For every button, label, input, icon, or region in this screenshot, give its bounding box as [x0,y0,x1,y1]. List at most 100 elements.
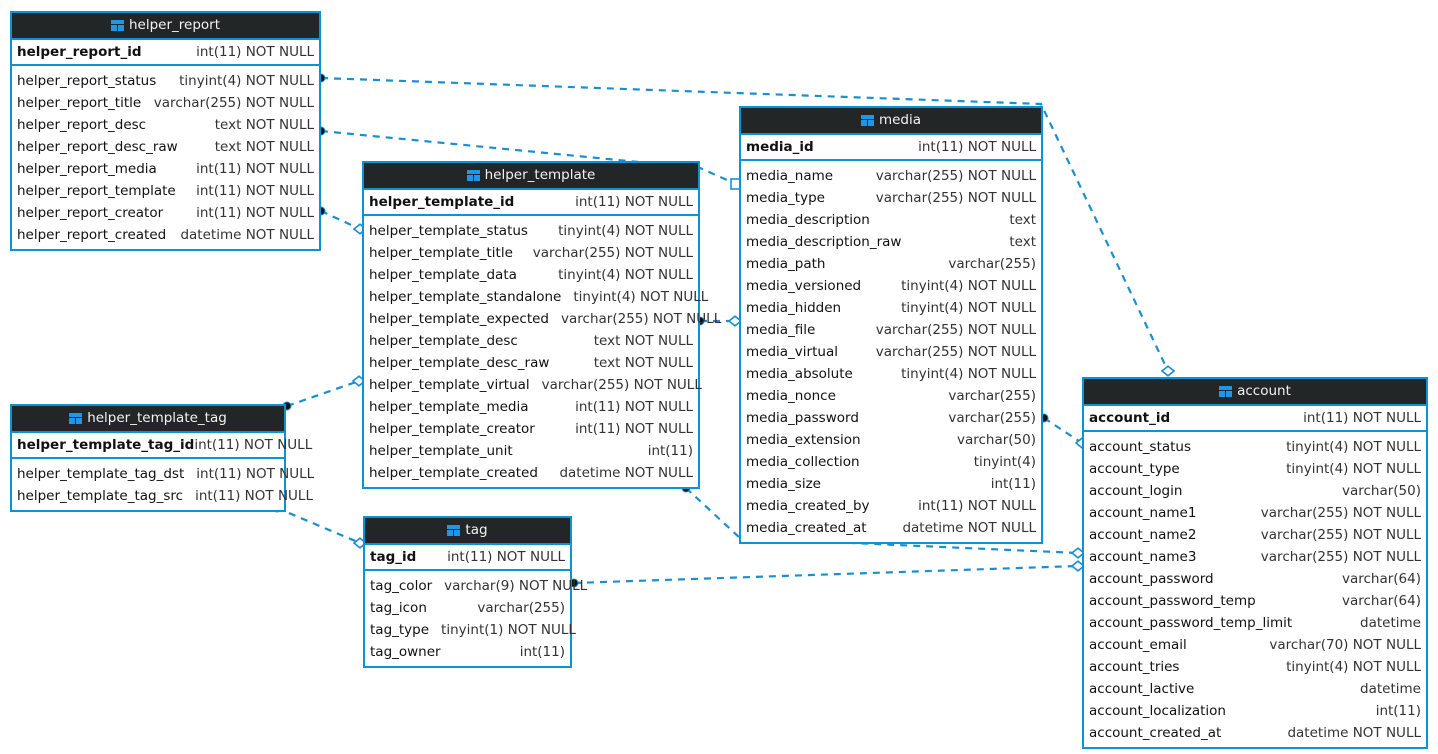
relation-endpoint-diamond [1160,365,1176,377]
table-icon [466,170,480,181]
field-name: helper_template_status [369,223,528,239]
field-name: helper_report_status [17,73,157,89]
field-name: account_name1 [1089,505,1197,521]
relation-helper_template_tag-to-tag[interactable] [272,503,368,549]
table-header-helper_template[interactable]: helper_template [364,163,698,188]
field-name: helper_template_unit [369,443,513,459]
field-name: helper_template_creator [369,421,535,437]
field-name: account_email [1089,637,1187,653]
table-header-helper_report[interactable]: helper_report [12,13,319,38]
field-type: datetime NOT NULL [902,520,1036,536]
field-type: int(11) NOT NULL [194,437,313,453]
relation-line [286,379,360,408]
field-type: tinyint(4) NOT NULL [558,267,693,283]
relation-helper_template_tag-to-helper_template[interactable] [282,375,367,411]
field-type: text [1009,234,1036,250]
table-header-media[interactable]: media [741,108,1041,133]
relation-media-to-account[interactable] [1039,413,1090,449]
relation-helper_report-to-helper_template[interactable] [316,206,368,235]
table-title: helper_report [128,17,221,33]
field-name: media_password [746,410,859,426]
table-header-account[interactable]: account [1084,379,1426,404]
field-type: varchar(255) NOT NULL [541,377,702,393]
field-type: tinyint(4) NOT NULL [1286,461,1421,477]
table-header-tag[interactable]: tag [365,518,570,543]
field-name: tag_type [370,622,430,638]
field-type: datetime NOT NULL [1287,725,1421,741]
field-type: int(11) NOT NULL [196,161,314,177]
table-header-helper_template_tag[interactable]: helper_template_tag [12,406,284,431]
relation-tag-to-account[interactable] [569,560,1086,588]
